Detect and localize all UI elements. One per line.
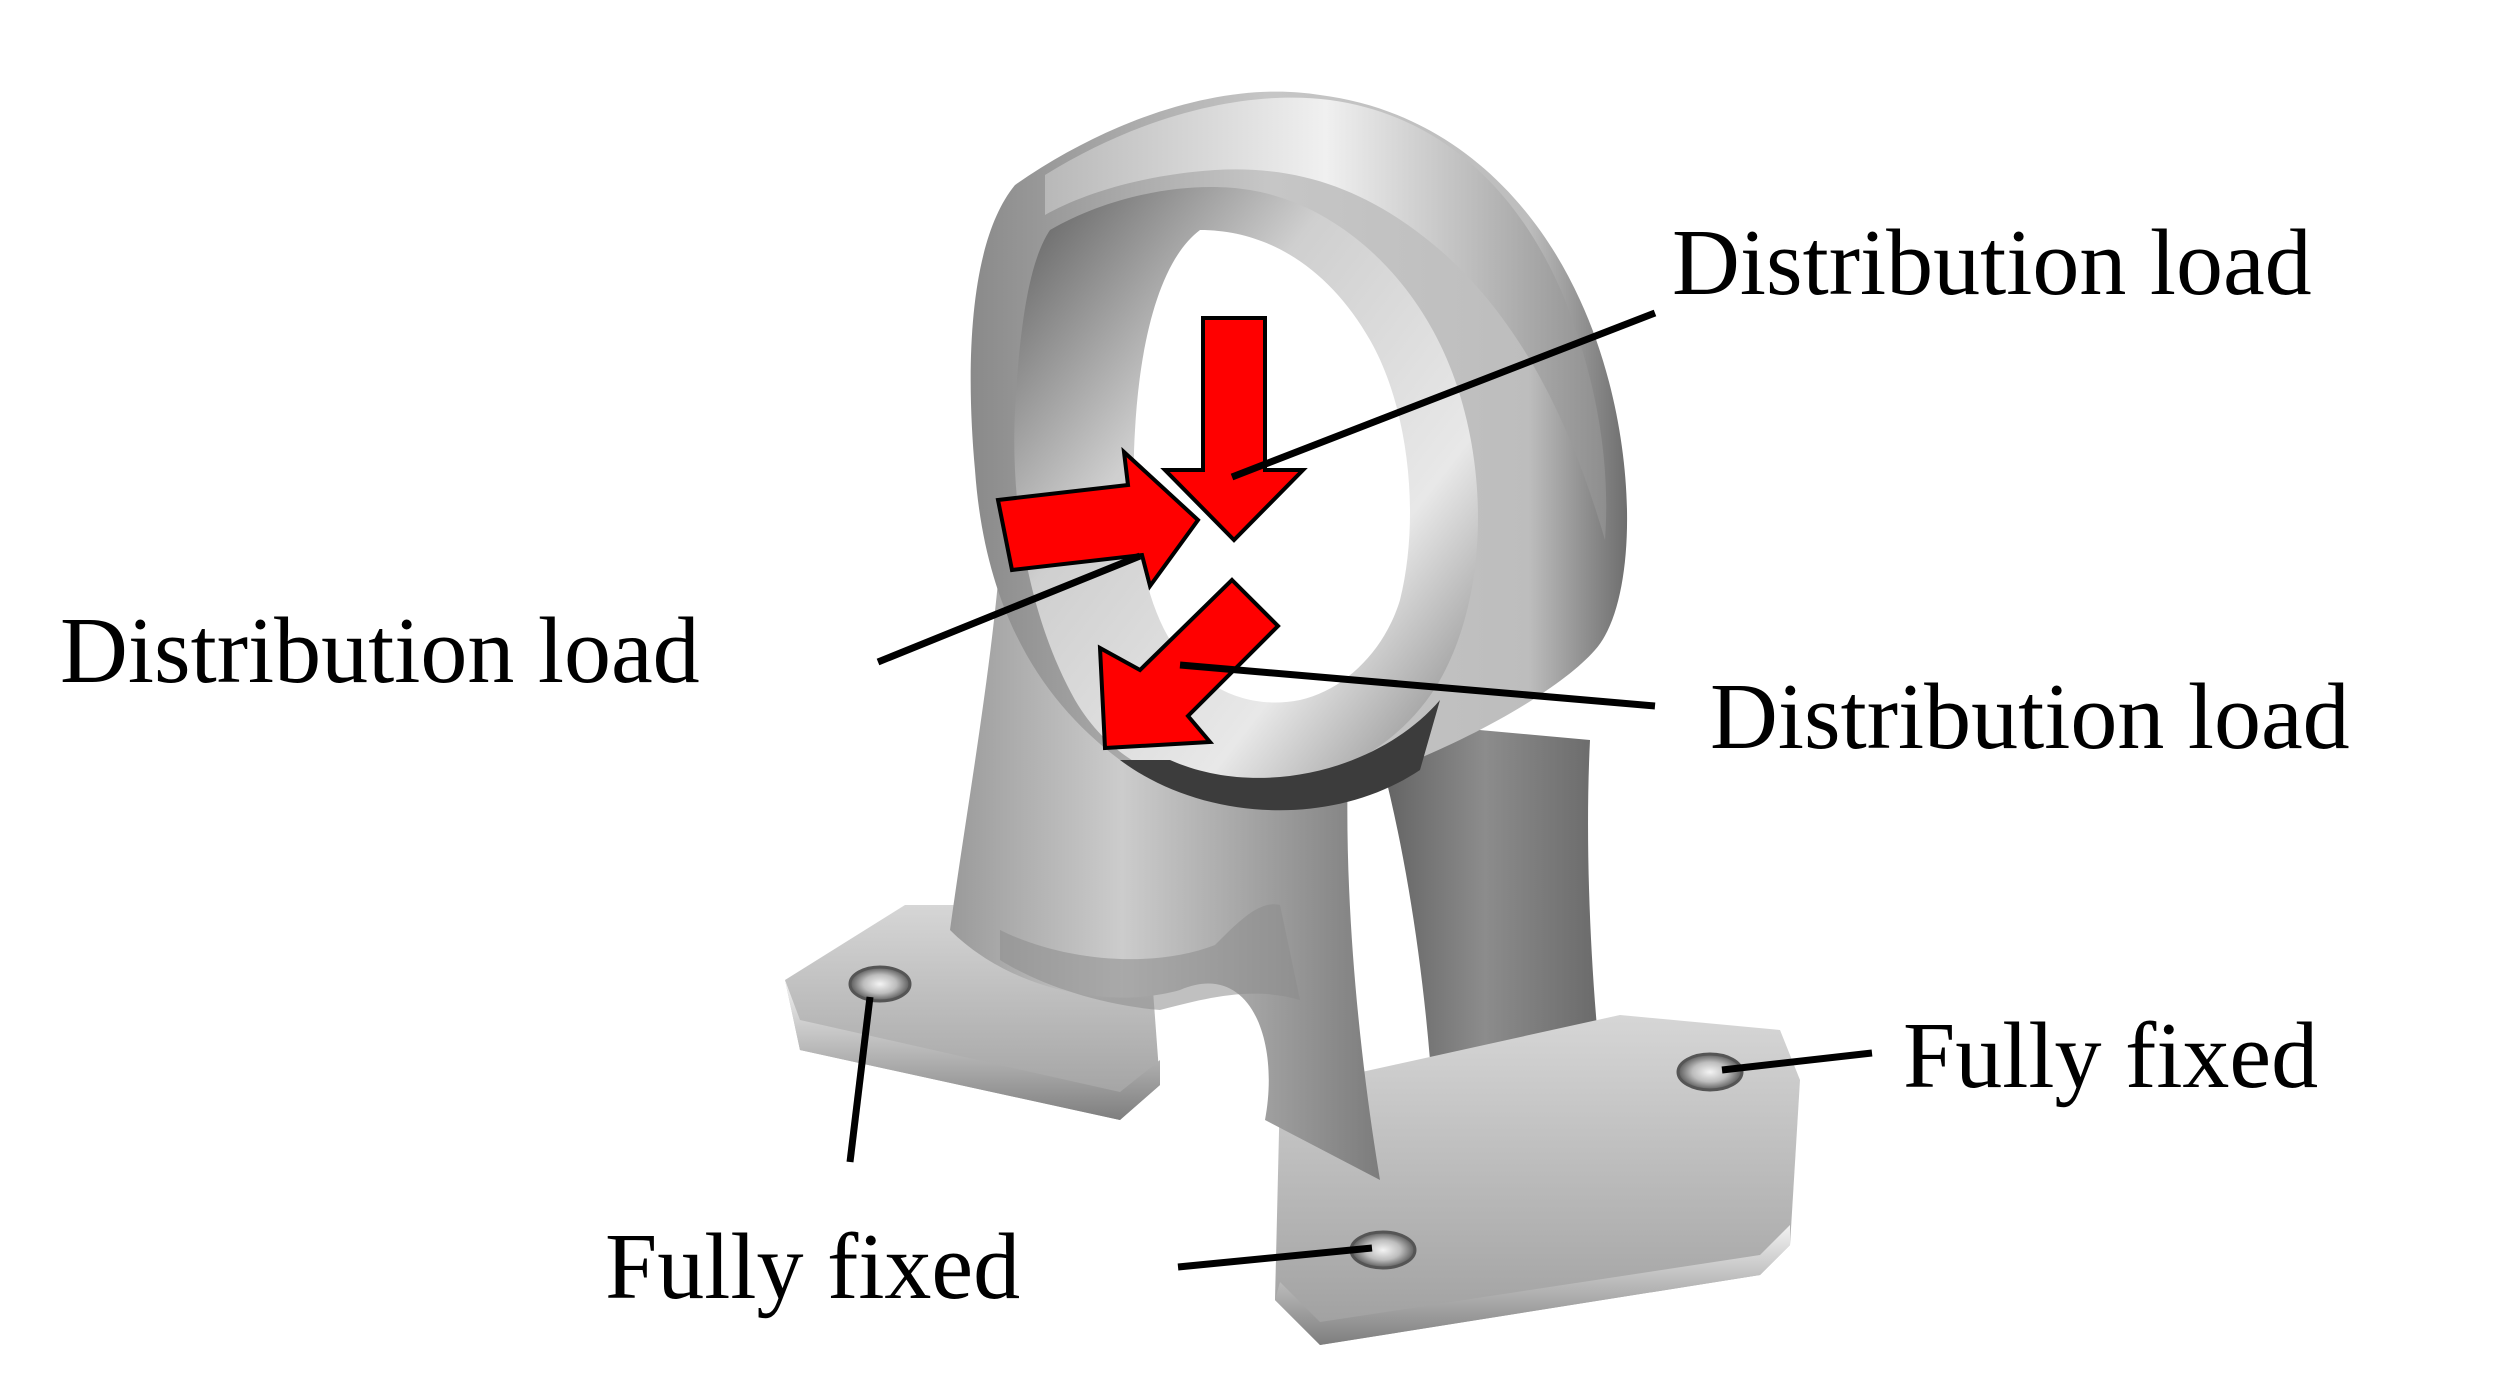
leg-web — [1000, 904, 1300, 1010]
leader-line — [1179, 661, 1656, 710]
ring-rim — [1120, 700, 1440, 811]
leader-line — [1721, 1049, 1873, 1074]
labels: Distribution load Distribution load Dist… — [60, 211, 2350, 1319]
label-load-left: Distribution load — [60, 599, 700, 703]
leader-line — [1177, 1244, 1373, 1271]
bolt-hole-icon — [1676, 1052, 1744, 1092]
leader-line — [846, 996, 874, 1163]
label-load-top-right: Distribution load — [1672, 211, 2312, 315]
leader-line — [1230, 309, 1657, 481]
load-arrow-right-icon — [995, 446, 1201, 591]
leader-lines — [846, 309, 1873, 1271]
bracket-part — [785, 91, 1800, 1345]
load-arrow-down-icon — [1160, 316, 1308, 543]
label-fixed-bottom: Fully fixed — [605, 1215, 1020, 1319]
leader-line — [876, 552, 1142, 666]
rear-leg — [1370, 720, 1600, 1060]
label-fixed-right: Fully fixed — [1903, 1004, 2318, 1108]
label-load-right: Distribution load — [1710, 665, 2350, 769]
ring-band — [1045, 97, 1607, 540]
bolt-hole-icon — [848, 965, 912, 1003]
